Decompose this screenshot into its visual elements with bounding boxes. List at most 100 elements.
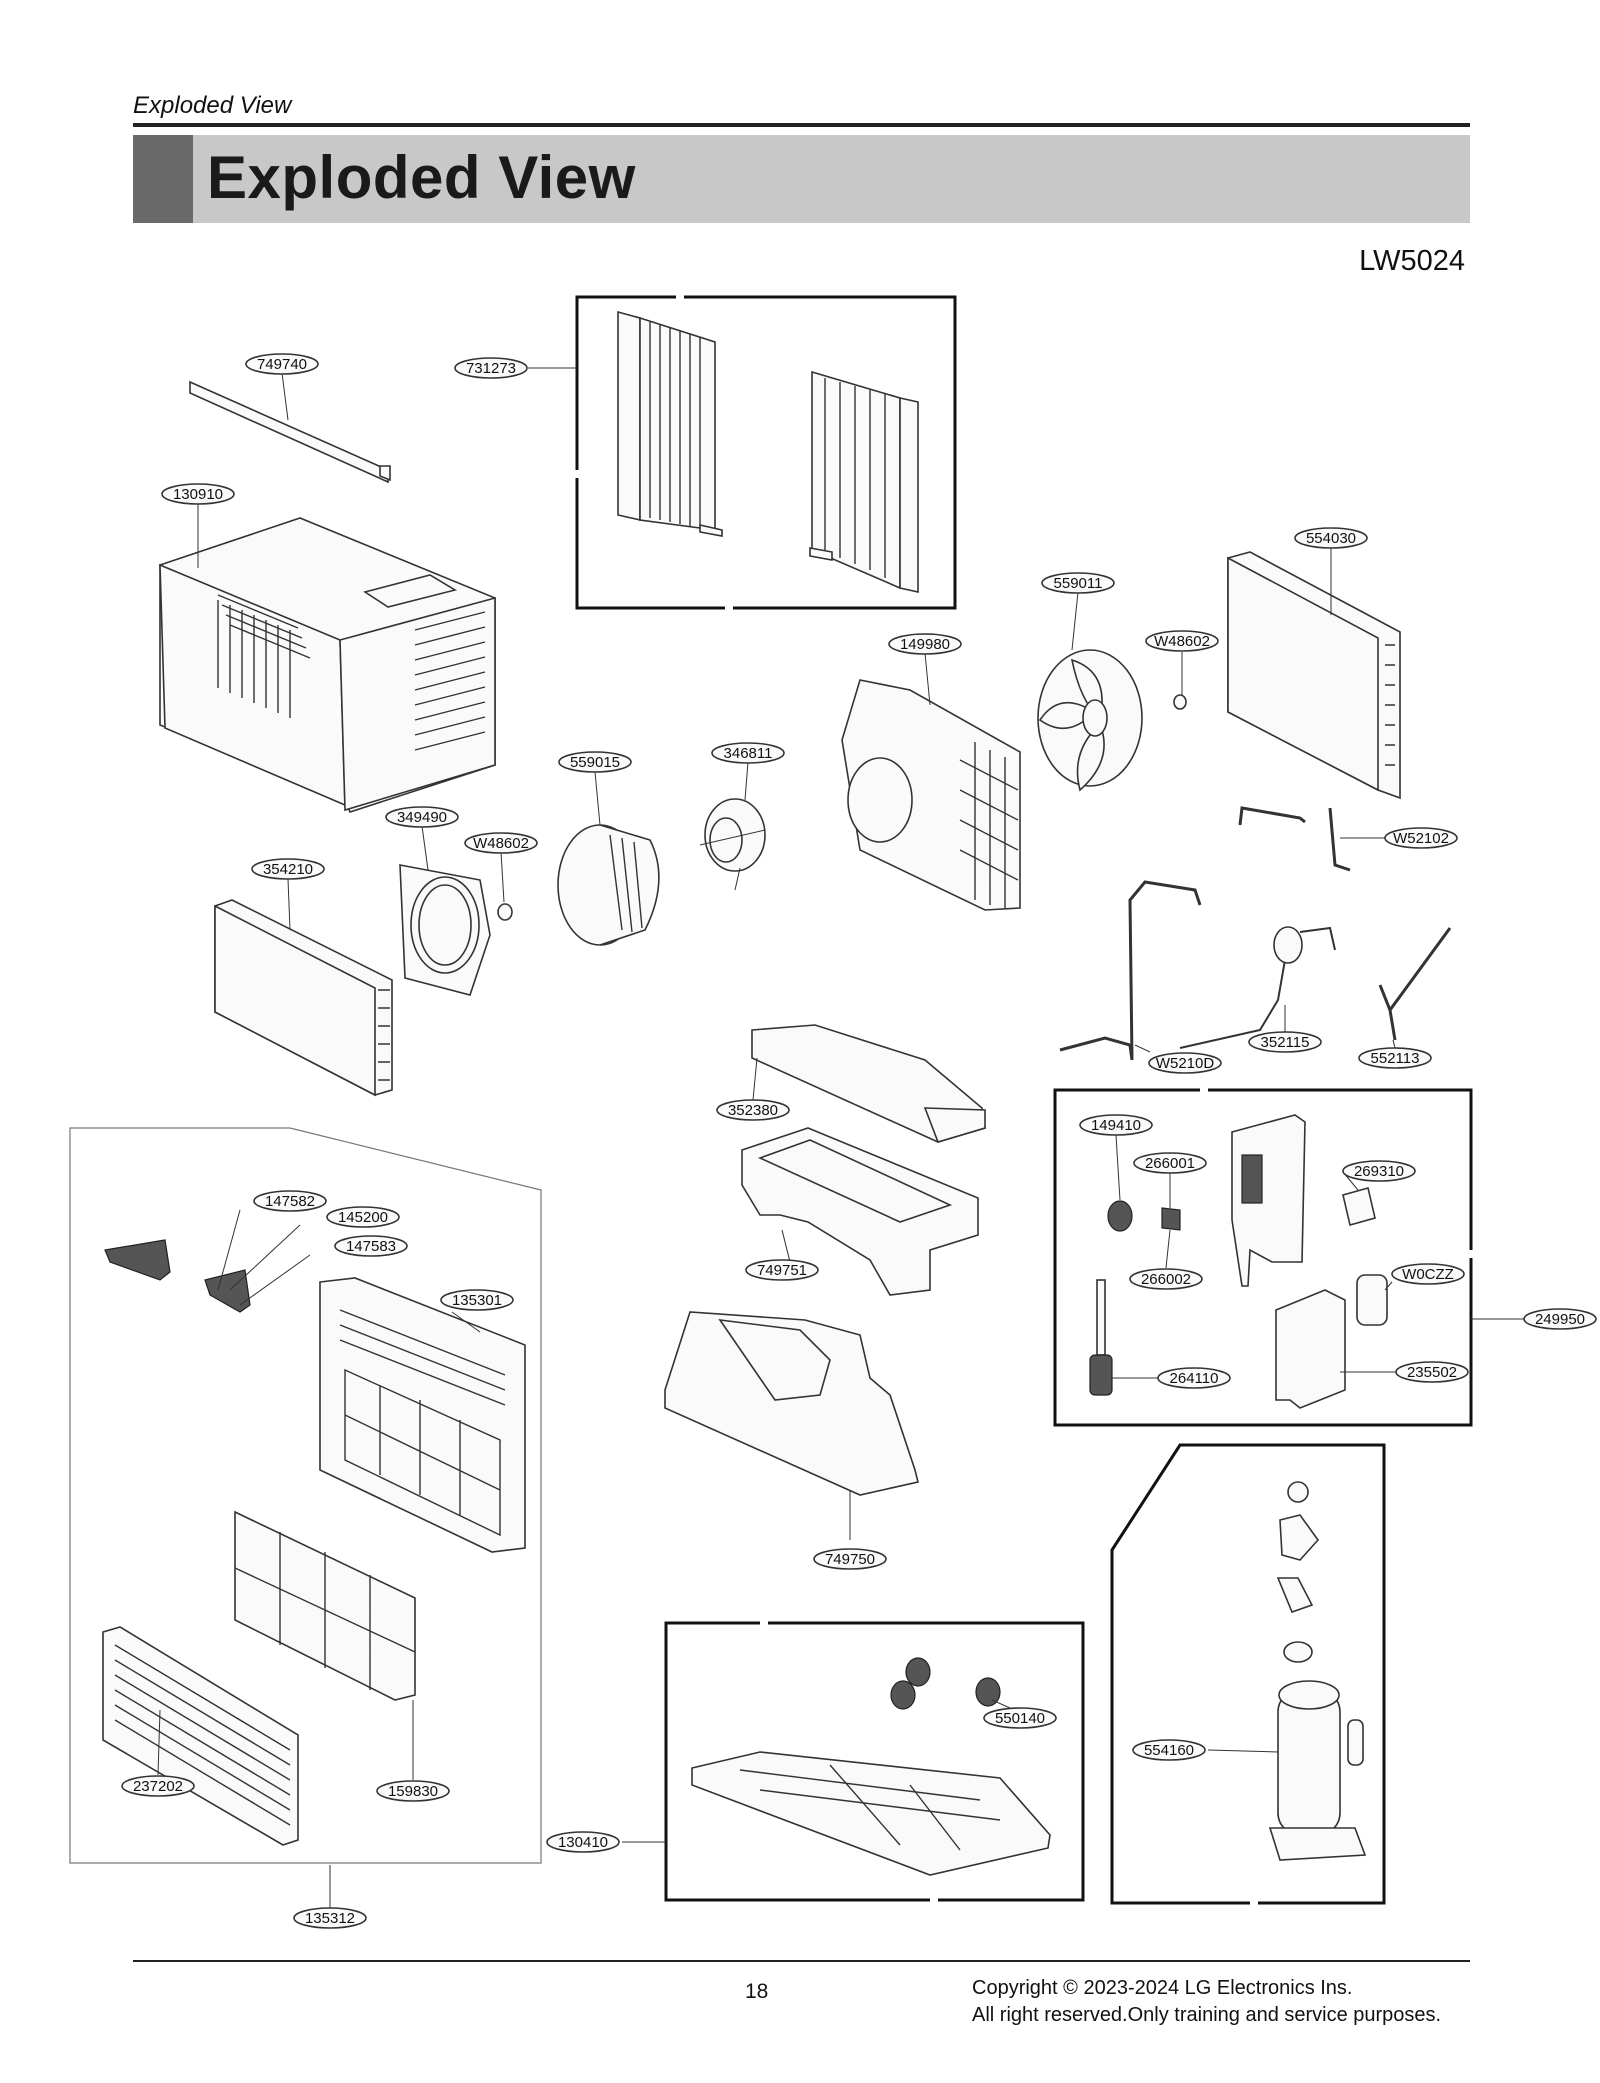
part-749740-rail	[189, 380, 391, 484]
part-147583-bracket	[204, 1269, 251, 1313]
callout-554160: 554160	[1132, 1739, 1206, 1761]
callout-554030-label: 554030	[1306, 530, 1356, 547]
callout-352380: 352380	[716, 1099, 790, 1121]
callout-559011-label: 559011	[1054, 575, 1103, 592]
callout-130410: 130410	[546, 1831, 620, 1853]
callout-731273: 731273	[454, 357, 528, 379]
running-head: Exploded View	[133, 92, 292, 119]
callout-W48602-a: W48602	[1145, 630, 1219, 652]
part-235502-bracket	[1275, 1289, 1346, 1409]
callout-130910: 130910	[161, 483, 235, 505]
callout-135301: 135301	[440, 1289, 514, 1311]
part-147582-bracket	[104, 1239, 171, 1281]
callout-550140: 550140	[983, 1707, 1057, 1729]
part-554030-condenser	[1227, 551, 1401, 800]
callout-135301-label: 135301	[452, 1292, 502, 1309]
part-149410-knob	[1107, 1200, 1133, 1232]
callout-266002: 266002	[1129, 1268, 1203, 1290]
callout-559015: 559015	[558, 751, 632, 773]
callout-249950-label: 249950	[1535, 1311, 1585, 1328]
callout-W5210D: W5210D	[1148, 1052, 1222, 1074]
callout-130410-label: 130410	[558, 1834, 608, 1851]
group-box-135312	[69, 1127, 542, 1864]
part-135301-front-grille	[319, 1277, 526, 1553]
header-rule	[133, 123, 1470, 127]
callout-W0CZZ: W0CZZ	[1391, 1263, 1465, 1285]
callout-352380-label: 352380	[728, 1102, 778, 1119]
callout-149410-label: 149410	[1091, 1117, 1141, 1134]
part-266001-266002-switch	[1161, 1207, 1181, 1231]
callout-W48602-b: W48602	[464, 832, 538, 854]
part-264110-thermistor	[1089, 1279, 1113, 1396]
callout-147582: 147582	[253, 1190, 327, 1212]
callout-147583-label: 147583	[346, 1238, 396, 1255]
part-W48602-nut-a	[1173, 694, 1187, 710]
callout-266002-label: 266002	[1141, 1271, 1191, 1288]
callout-749740-label: 749740	[257, 356, 307, 373]
part-552113-tube	[1378, 927, 1452, 1041]
part-554160-compressor	[1268, 1481, 1367, 1861]
part-559015-blower	[557, 824, 660, 946]
callout-266001: 266001	[1133, 1152, 1207, 1174]
callout-147582-label: 147582	[265, 1193, 315, 1210]
footer-rule	[133, 1960, 1470, 1962]
callout-W5210D-label: W5210D	[1156, 1055, 1215, 1072]
callout-749751: 749751	[745, 1259, 819, 1281]
callout-149980-label: 149980	[900, 636, 950, 653]
callout-346811: 346811	[711, 742, 785, 764]
callout-145200: 145200	[326, 1206, 400, 1228]
callouts: 749740 731273 130910 554030 559011 14998…	[121, 353, 1597, 1929]
callout-559015-label: 559015	[570, 754, 620, 771]
group-box-249950	[1053, 1087, 1474, 1427]
part-559011-fan	[1037, 649, 1143, 792]
callout-235502-label: 235502	[1407, 1364, 1457, 1381]
callout-159830: 159830	[376, 1780, 450, 1802]
callout-269310-label: 269310	[1354, 1163, 1404, 1180]
callout-135312-label: 135312	[305, 1910, 355, 1927]
callout-552113: 552113	[1358, 1047, 1432, 1069]
callout-354210-label: 354210	[263, 861, 313, 878]
part-354210-evaporator	[214, 899, 393, 1097]
callout-354210: 354210	[251, 858, 325, 880]
part-W5210D-tube	[1059, 880, 1202, 1061]
callout-145200-label: 145200	[338, 1209, 388, 1226]
callout-235502: 235502	[1395, 1361, 1469, 1383]
banner-accent-block	[133, 135, 193, 223]
callout-W48602-b-label: W48602	[473, 835, 529, 852]
callout-349490: 349490	[385, 806, 459, 828]
part-352115-capillary	[1179, 926, 1336, 1049]
part-W48602-nut-b	[497, 903, 513, 921]
callout-W0CZZ-label: W0CZZ	[1402, 1266, 1454, 1283]
group-box-554160	[1110, 1443, 1386, 1906]
callout-269310: 269310	[1342, 1160, 1416, 1182]
callout-559011: 559011	[1041, 572, 1115, 594]
callout-130910-label: 130910	[173, 486, 223, 503]
part-159830-filter	[234, 1510, 416, 1701]
callout-149980: 149980	[888, 633, 962, 655]
callout-731273-label: 731273	[466, 360, 516, 377]
callout-266001-label: 266001	[1145, 1155, 1195, 1172]
callout-135312: 135312	[293, 1907, 367, 1929]
copyright-line-1: Copyright © 2023-2024 LG Electronics Ins…	[972, 1977, 1353, 1999]
part-346811-motor	[699, 798, 766, 891]
callout-149410: 149410	[1079, 1114, 1153, 1136]
callout-349490-label: 349490	[397, 809, 447, 826]
part-W0CZZ-capacitor	[1356, 1274, 1388, 1326]
part-237202-inlet-grille	[102, 1626, 299, 1846]
callout-159830-label: 159830	[388, 1783, 438, 1800]
callout-554030: 554030	[1294, 527, 1368, 549]
callout-550140-label: 550140	[995, 1710, 1045, 1727]
callout-554160-label: 554160	[1144, 1742, 1194, 1759]
copyright-line-2: All right reserved.Only training and ser…	[972, 2004, 1442, 2026]
callout-264110-label: 264110	[1170, 1370, 1219, 1387]
callout-237202: 237202	[121, 1775, 195, 1797]
leader-lines	[157, 367, 1524, 1908]
callout-749750: 749750	[813, 1548, 887, 1570]
group-box-731273	[574, 294, 957, 611]
group-box-130410	[664, 1620, 1085, 1903]
part-749751-tray	[741, 1127, 979, 1296]
copyright: Copyright © 2023-2024 LG Electronics Ins…	[972, 1975, 1441, 2029]
part-130410-base	[691, 1751, 1051, 1876]
part-W52102-tube	[1238, 806, 1351, 872]
